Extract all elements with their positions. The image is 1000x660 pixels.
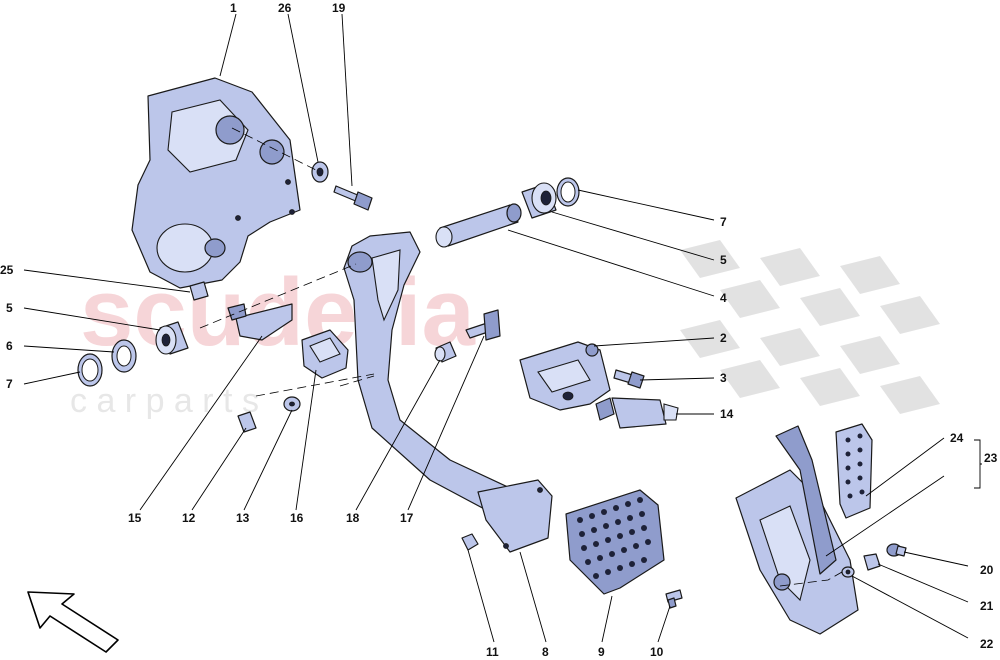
callout-3: 3	[720, 371, 727, 385]
pin-17	[465, 309, 501, 341]
callout-15: 15	[128, 511, 142, 525]
washer-13	[283, 396, 301, 412]
bolt-19	[333, 185, 373, 211]
callout-24: 24	[950, 431, 964, 445]
bush-5-top	[521, 182, 557, 219]
callout-23: 23	[984, 451, 998, 465]
assembly-guides	[199, 127, 843, 587]
brake-light-switch-14	[595, 397, 679, 429]
bush-5-left	[155, 321, 189, 355]
callout-7: 7	[720, 215, 727, 229]
callout-12: 12	[182, 511, 196, 525]
callout-26: 26	[278, 1, 292, 15]
accelerator-pad-24	[835, 423, 873, 519]
clip-15	[227, 303, 293, 341]
callout-14: 14	[720, 407, 734, 421]
callout-11: 11	[486, 645, 499, 659]
callout-10: 10	[650, 645, 664, 659]
callout-7: 7	[6, 377, 13, 391]
pedal-box-bracket	[131, 77, 301, 289]
bracket-16	[301, 329, 349, 379]
bush-18	[434, 341, 457, 363]
callout-22: 22	[980, 637, 994, 651]
callout-1: 1	[230, 1, 237, 15]
callout-21: 21	[980, 599, 994, 613]
callout-19: 19	[332, 1, 346, 15]
switch-bracket-2	[519, 341, 611, 411]
callout-9: 9	[598, 645, 605, 659]
front-direction-arrow-icon	[27, 591, 119, 653]
accelerator-pedal-assembly-23	[735, 425, 859, 635]
leader-lines	[23, 13, 982, 643]
clip-12	[237, 411, 257, 433]
watermark-checker-flag	[680, 240, 940, 414]
brake-pedal-arm	[343, 231, 553, 553]
callout-18: 18	[346, 511, 360, 525]
callout-4: 4	[720, 291, 727, 305]
ring-7-top	[556, 177, 580, 207]
callout-5: 5	[6, 301, 13, 315]
callout-20: 20	[980, 563, 994, 577]
nut-11	[461, 533, 479, 551]
screw-10	[665, 589, 683, 609]
nut-25	[189, 281, 209, 301]
washer-22	[841, 566, 855, 578]
brake-pedal-pad-9	[565, 489, 665, 595]
callout-6: 6	[6, 339, 13, 353]
washer-26	[311, 161, 329, 183]
callout-2: 2	[720, 331, 727, 345]
callout-13: 13	[236, 511, 250, 525]
callout-5: 5	[720, 253, 727, 267]
ring-6	[111, 339, 137, 373]
nut-21	[863, 553, 881, 571]
callout-8: 8	[542, 645, 549, 659]
callout-16: 16	[290, 511, 304, 525]
callout-17: 17	[400, 511, 414, 525]
watermark-sub: c a r p a r t s	[70, 382, 259, 420]
screw-20	[886, 543, 907, 557]
pivot-shaft-4	[435, 203, 522, 248]
screw-3	[613, 369, 645, 389]
callout-25: 25	[0, 263, 14, 277]
ring-7-left	[77, 353, 103, 387]
